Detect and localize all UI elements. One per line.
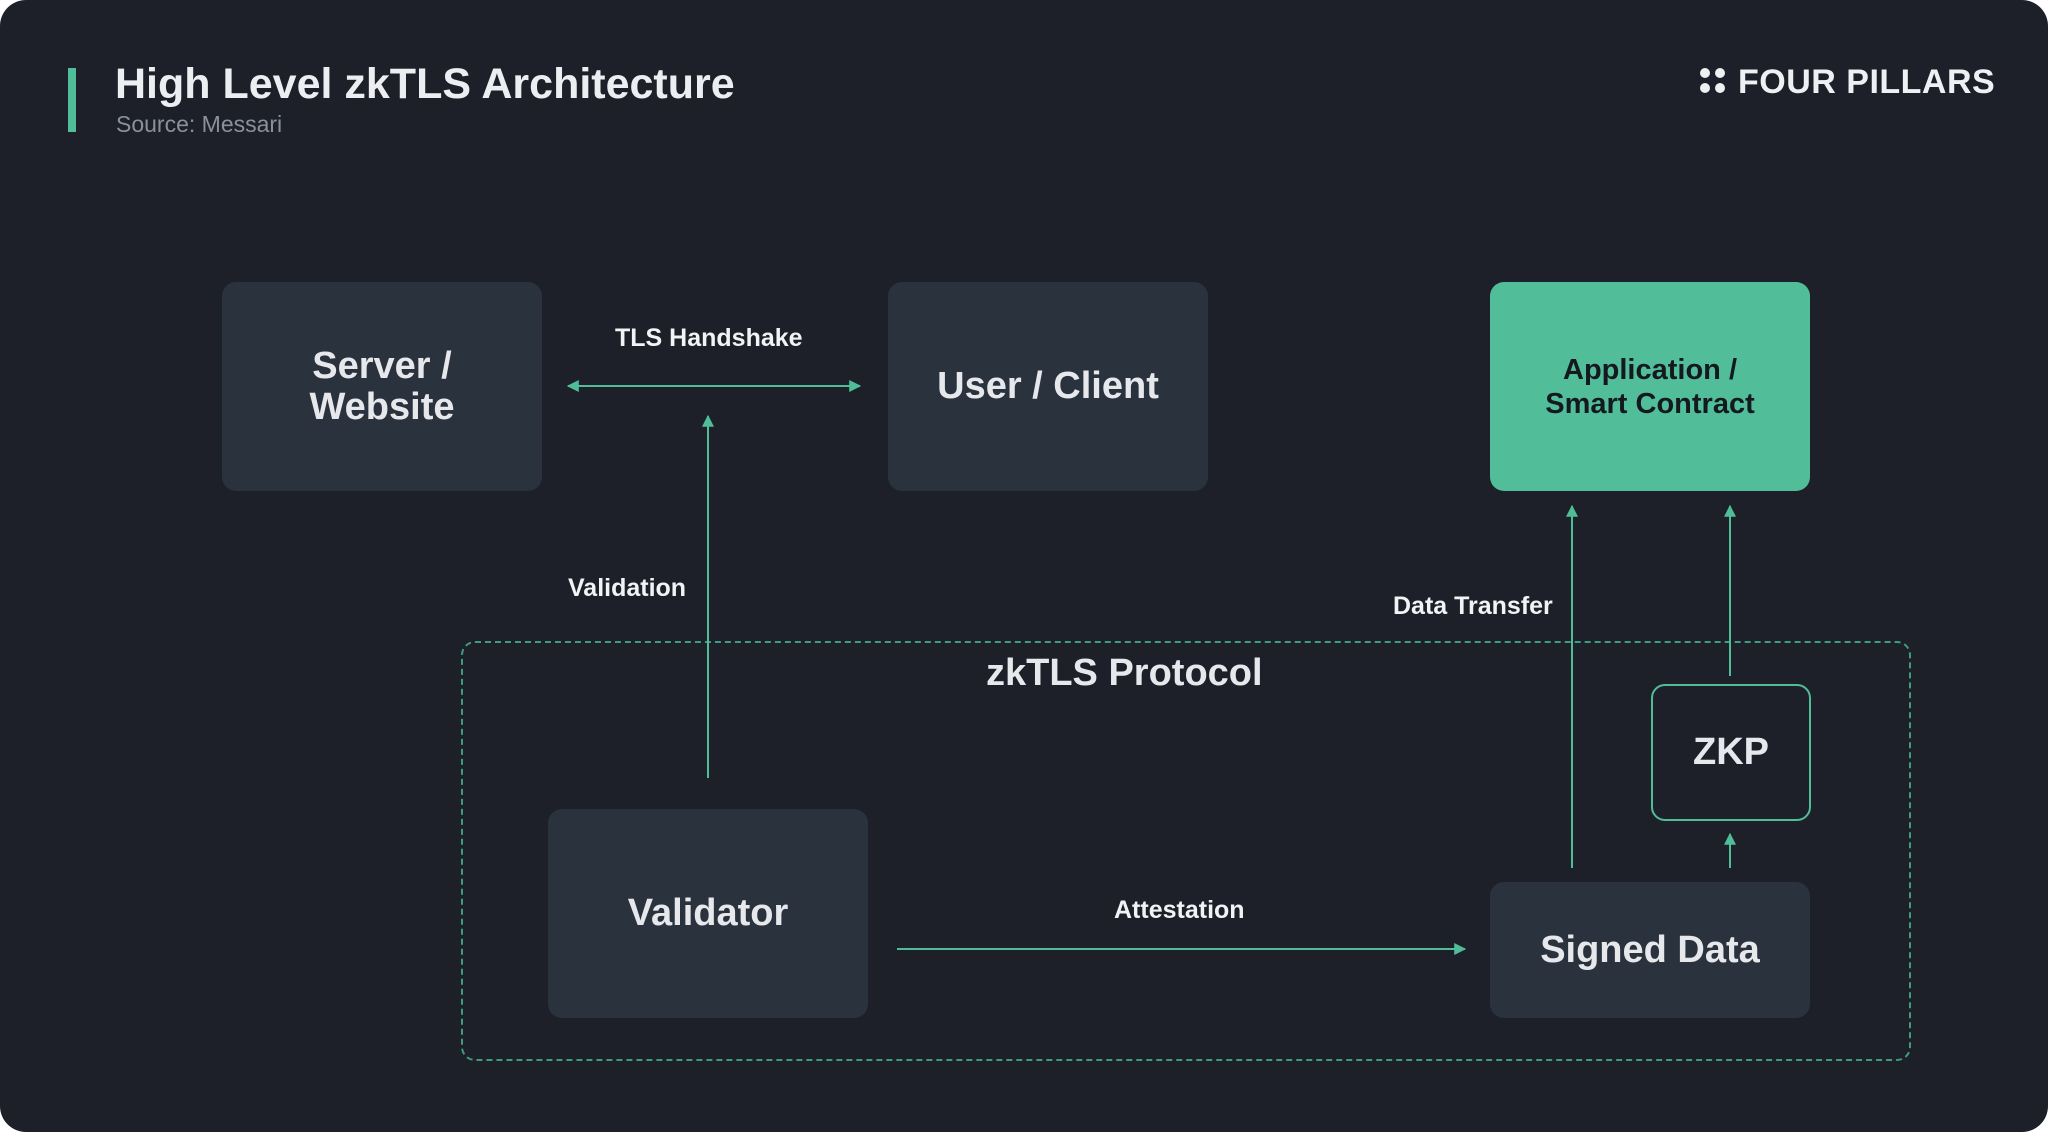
signed-data-node: Signed Data — [1490, 882, 1810, 1018]
server-website-node: Server / Website — [222, 282, 542, 491]
signed-data-label: Signed Data — [1540, 928, 1760, 971]
user-client-label: User / Client — [937, 365, 1159, 407]
application-smart-contract-label: Application / Smart Contract — [1545, 353, 1755, 420]
validator-node: Validator — [548, 809, 868, 1018]
user-client-node: User / Client — [888, 282, 1208, 491]
server-website-label: Server / Website — [309, 344, 455, 428]
attestation-label: Attestation — [1114, 896, 1245, 924]
zktls-protocol-group — [461, 641, 1911, 1061]
brand-name: FOUR PILLARS — [1738, 63, 1996, 101]
application-smart-contract-node: Application / Smart Contract — [1490, 282, 1810, 491]
four-dots-icon — [1700, 68, 1728, 96]
page-title: High Level zkTLS Architecture — [115, 60, 735, 108]
tls-handshake-label: TLS Handshake — [615, 324, 803, 352]
validator-label: Validator — [627, 892, 789, 934]
validation-label: Validation — [568, 574, 687, 602]
zkp-node: ZKP — [1651, 684, 1811, 821]
data-transfer-label: Data Transfer — [1393, 592, 1553, 620]
brand-logo: FOUR PILLARS — [1700, 60, 1995, 106]
zkp-label: ZKP — [1693, 731, 1769, 773]
source-caption: Source: Messari — [116, 111, 283, 137]
title-accent-bar — [68, 68, 76, 132]
